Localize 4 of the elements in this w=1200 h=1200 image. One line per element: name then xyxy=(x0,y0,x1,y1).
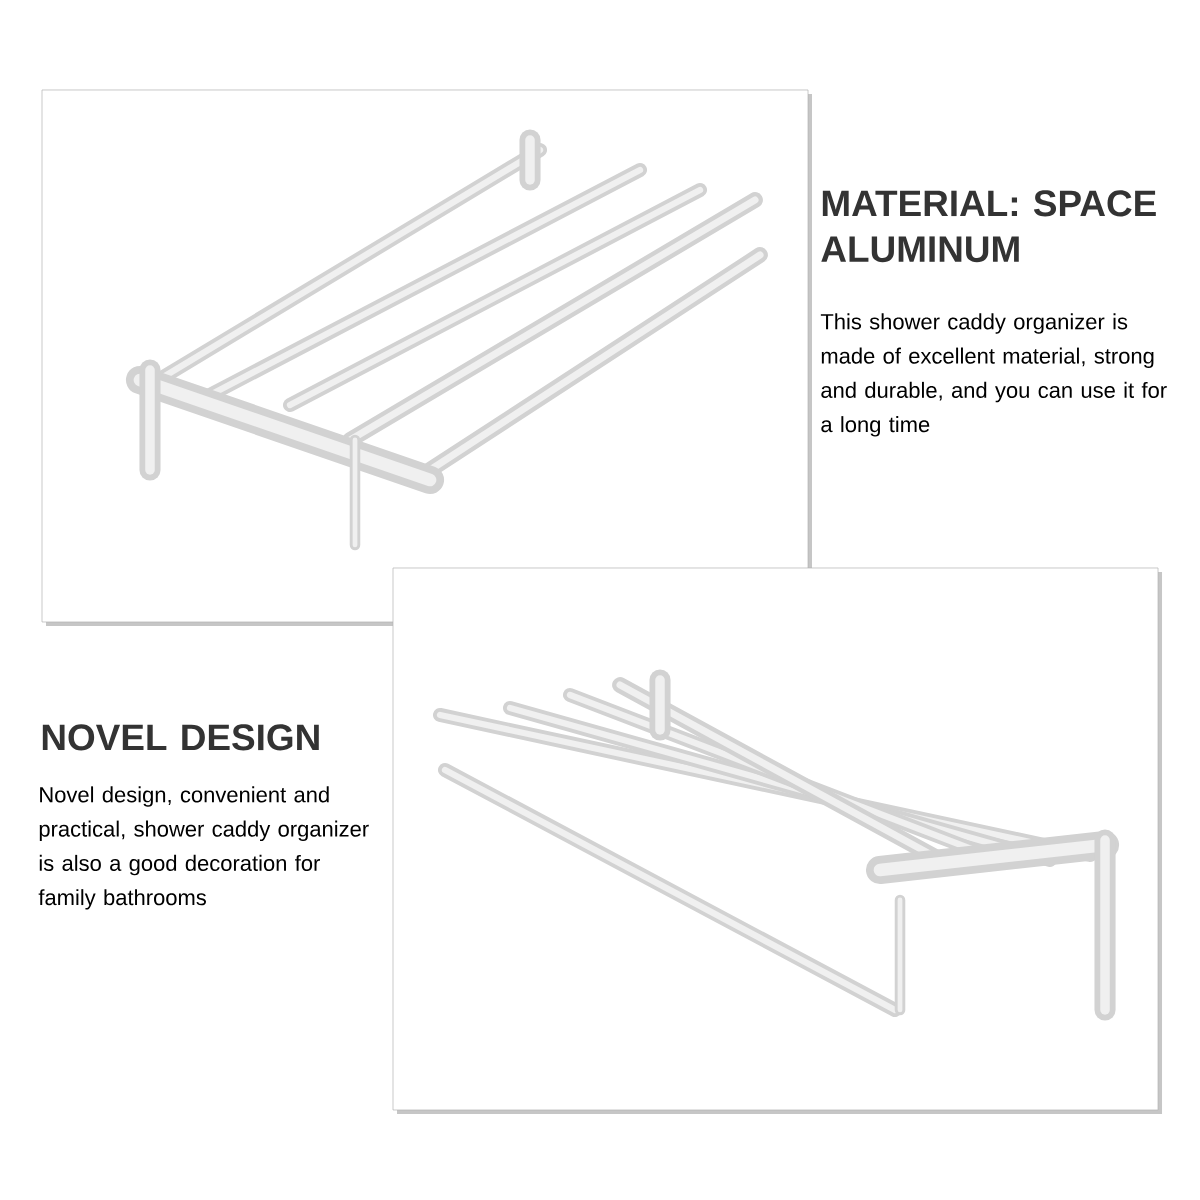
description-text: Novel design, convenient and practical, shower caddy organizer is also a good decoration for family bathrooms xyxy=(38,786,369,910)
description-text: This shower caddy organizer is made of excellent material, strong and durable, and you can use it for a long time xyxy=(820,313,1167,437)
heading: MATERIAL: SPACE ALUMINUM xyxy=(821,190,1156,263)
heading: NOVEL DESIGN xyxy=(42,724,319,751)
